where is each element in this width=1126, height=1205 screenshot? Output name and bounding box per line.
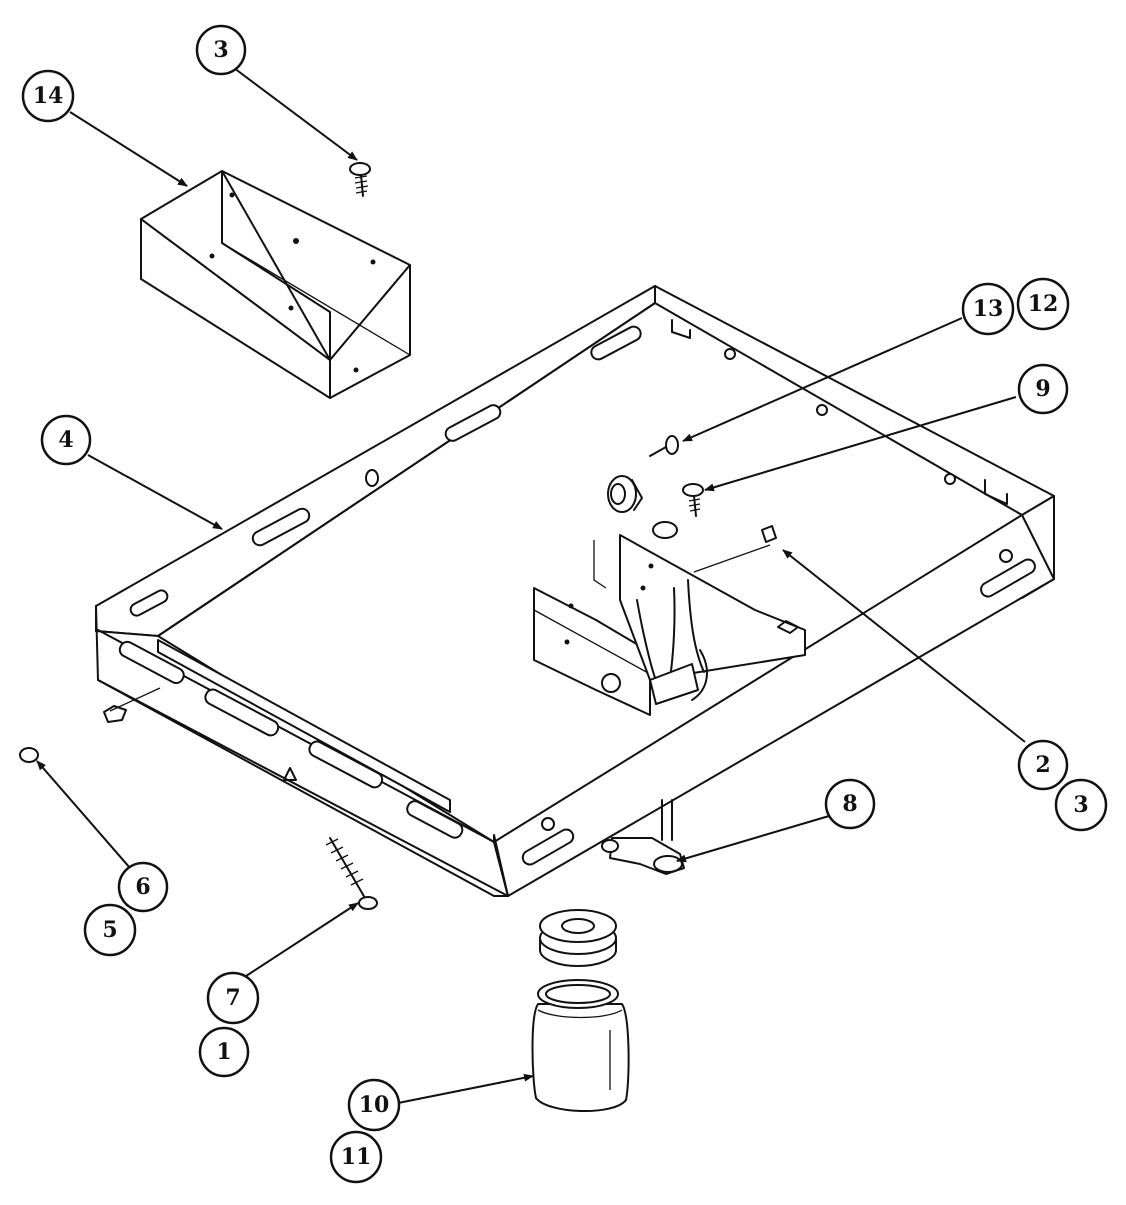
svg-text:10: 10 [359,1092,390,1118]
callout-8: 8 [824,778,876,830]
leveling-screw [325,837,378,910]
svg-text:8: 8 [842,791,857,817]
svg-text:4: 4 [58,427,73,453]
svg-text:3: 3 [1073,792,1088,818]
callout-5: 5 [83,903,137,957]
svg-text:5: 5 [102,917,117,943]
bracket-clip [761,525,777,543]
screw-13 [649,435,679,457]
svg-text:9: 9 [1035,376,1050,402]
svg-text:1: 1 [216,1039,231,1065]
screw-9 [682,483,704,517]
leader-lines [36,67,1026,1104]
drain-valve [601,799,685,875]
callout-3-right: 3 [1054,778,1108,832]
callout-3-top: 3 [195,24,247,76]
callout-4: 4 [40,414,92,466]
svg-text:3: 3 [213,37,228,63]
callout-14: 14 [21,69,75,123]
svg-text:7: 7 [225,985,240,1011]
base-pan [95,285,1055,897]
callout-10: 10 [347,1078,401,1132]
svg-text:2: 2 [1035,752,1050,778]
grommet-parts [19,687,161,763]
callout-2: 2 [1017,739,1069,791]
wire-harness [636,579,708,705]
screw-top [349,162,371,197]
thermostat [607,475,678,539]
mounting-bracket [533,534,806,716]
callout-9: 9 [1017,363,1069,415]
svg-text:13: 13 [973,296,1004,322]
callout-12: 12 [1016,277,1070,331]
jar [531,979,630,1113]
svg-text:14: 14 [33,83,64,109]
callout-13: 13 [961,282,1015,336]
callout-6: 6 [117,861,169,913]
callout-1: 1 [198,1026,250,1078]
svg-text:6: 6 [135,874,150,900]
junction-box [140,170,411,399]
callout-7: 7 [206,971,260,1025]
svg-text:12: 12 [1028,291,1059,317]
callout-11: 11 [329,1130,383,1184]
jar-lid [539,909,617,967]
svg-text:11: 11 [341,1144,372,1170]
